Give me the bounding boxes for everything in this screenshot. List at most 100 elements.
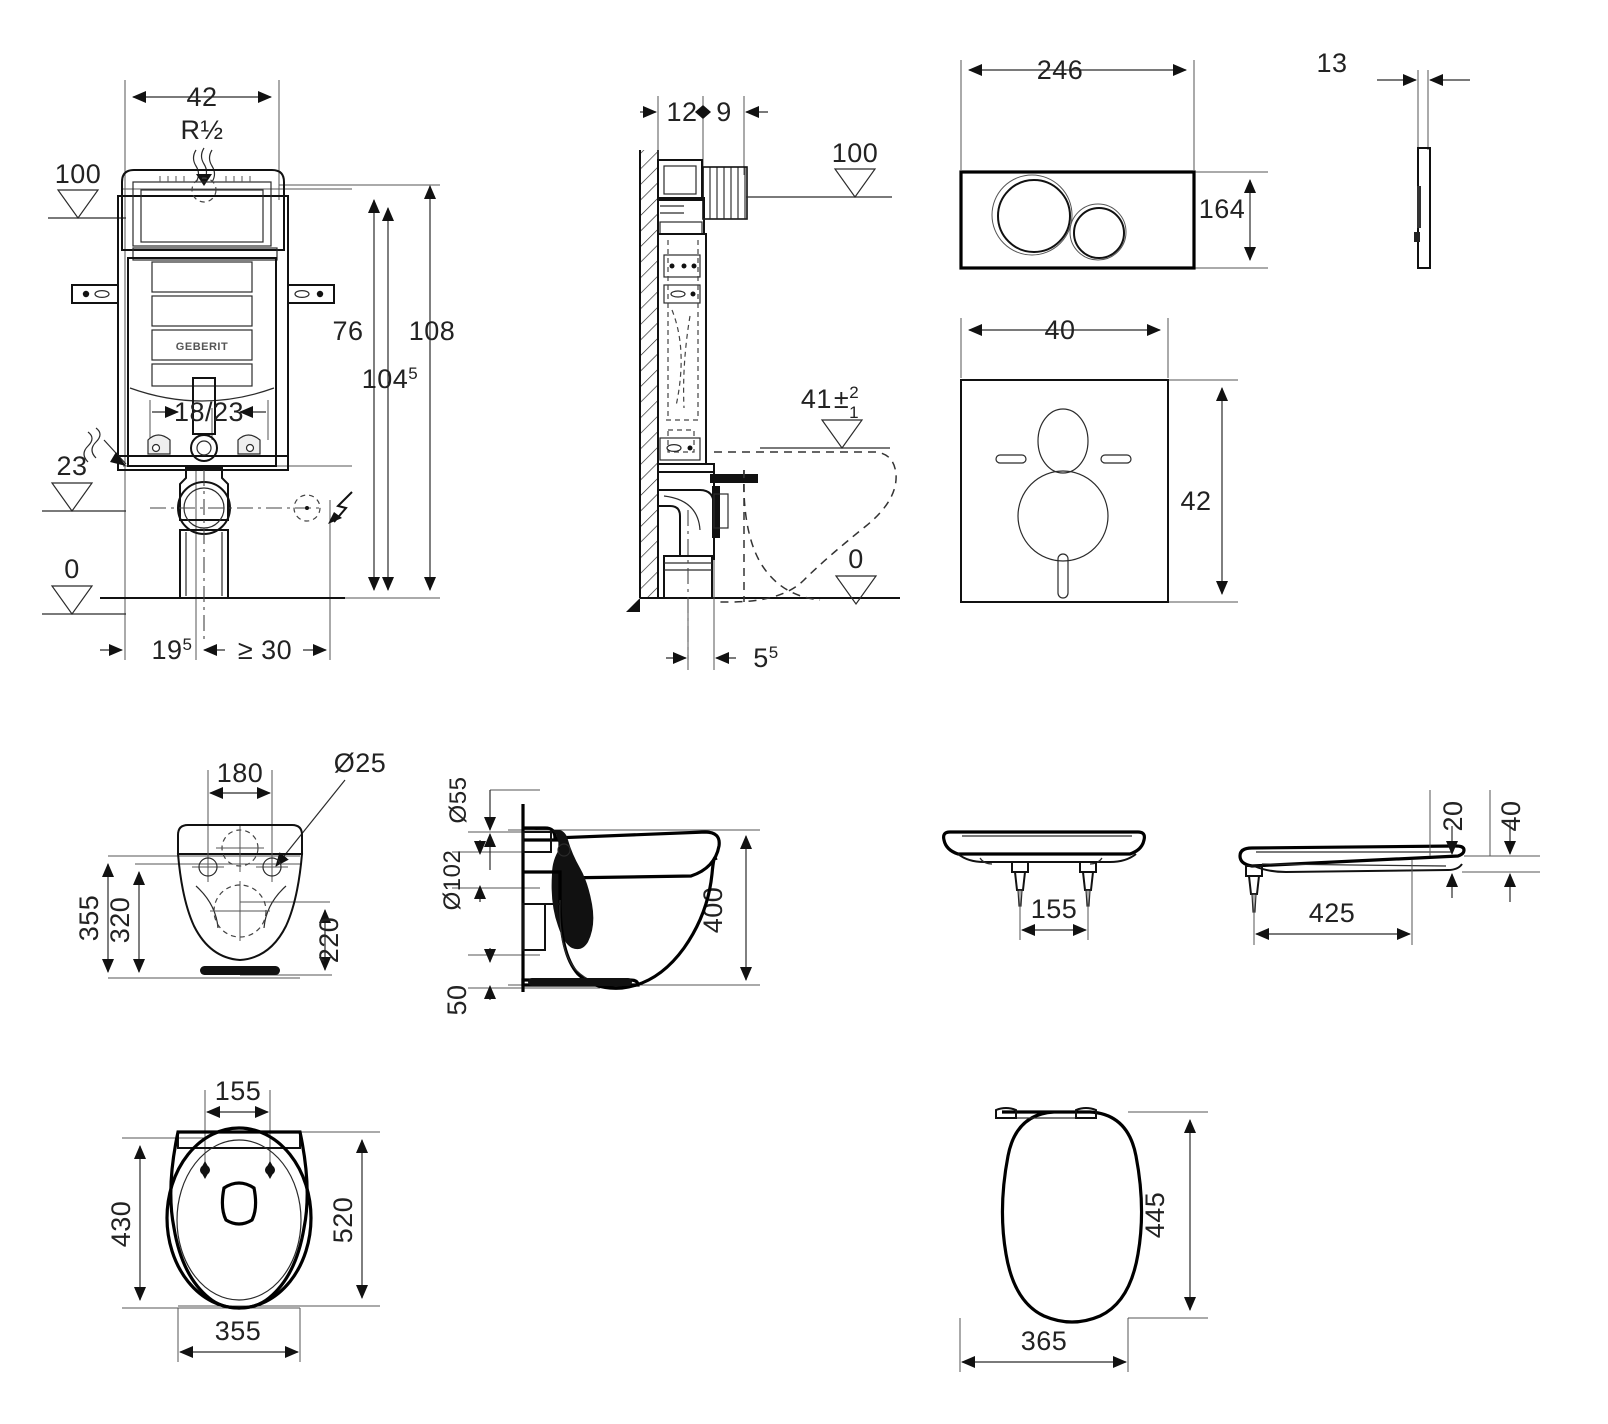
dim-value-d25: Ø25	[334, 748, 387, 778]
dim-value-41: 41	[801, 384, 832, 414]
small-flush-button[interactable]	[1073, 207, 1125, 259]
dim-value-425: 425	[1309, 898, 1356, 928]
dim-40: 40	[968, 315, 1161, 345]
dim-value-155-plan: 155	[215, 1076, 262, 1106]
dim-value-445: 445	[1140, 1192, 1170, 1239]
dim-value-108: 108	[409, 316, 456, 346]
dim-50: 50	[442, 948, 496, 1016]
dim-40-seat: 40	[1496, 800, 1526, 902]
wc-plan-flush-opening	[220, 1181, 258, 1226]
logo-plate	[151, 329, 253, 361]
dim-430: 430	[106, 1145, 146, 1301]
dim-value-13: 13	[1316, 48, 1347, 78]
seat-front-hinge-left	[1011, 861, 1029, 907]
dim-value-23: 23	[56, 451, 87, 481]
gasket-right-slot	[1100, 454, 1132, 464]
wc-front-bolt-left	[198, 857, 218, 877]
view-wc-front: 180 Ø25 355 320 220	[74, 748, 387, 979]
dim-19-5: 195	[100, 635, 193, 665]
cistern-outlet	[150, 467, 320, 640]
dim-value-100-side: 100	[832, 138, 879, 168]
dim-value-12: 12	[666, 97, 697, 127]
dim-value-155-seat: 155	[1031, 894, 1078, 924]
gasket-outlet-hole	[1017, 470, 1109, 562]
dim-value-246: 246	[1037, 55, 1084, 85]
wc-plan-bowl-outer	[165, 1126, 313, 1310]
dim-5-5: 55	[666, 643, 779, 673]
wc-front-rim	[177, 824, 303, 855]
view-seat-front: 155	[942, 830, 1146, 940]
dim-18-23: 18/23	[152, 397, 266, 427]
view-flush-plate-side: 13	[1316, 48, 1470, 269]
dim-value-0: 0	[64, 554, 80, 584]
dim-value-355-plan: 355	[215, 1316, 262, 1346]
seat-front-hinge-right	[1079, 861, 1097, 907]
dim-value-d55: Ø55	[445, 777, 472, 824]
dim-value-365: 365	[1021, 1326, 1068, 1356]
wc-front-bowl	[176, 853, 304, 962]
dim-value-520: 520	[328, 1197, 358, 1244]
dim-value-0-side: 0	[848, 544, 864, 574]
view-flush-plate-front: 246 164	[959, 55, 1268, 270]
gasket-vent-slot	[1057, 553, 1069, 599]
seat-side-lid	[1238, 844, 1466, 868]
dim-value-42: 42	[186, 82, 217, 112]
level-marker-100-side: 100	[746, 138, 892, 199]
dim-520: 520	[328, 1139, 368, 1299]
large-flush-button[interactable]	[997, 179, 1071, 253]
water-connection-symbol	[192, 147, 216, 186]
wc-front-base-bar	[200, 966, 280, 975]
wc-plan-bolt-right	[265, 1161, 275, 1179]
dim-355: 355	[74, 863, 114, 973]
view-insulation-set: 40 42	[960, 315, 1238, 603]
dim-min-30: ≥ 30	[203, 635, 327, 665]
dim-20-seat: 20	[1438, 800, 1468, 898]
dim-value-104-sup: 5	[408, 364, 418, 383]
dim-value-164: 164	[1199, 194, 1246, 224]
dim-320: 320	[105, 871, 145, 973]
dim-d102: Ø102	[439, 840, 486, 910]
view-seat-side: 425 20 40	[1238, 790, 1540, 945]
wc-plan-bowl-inner	[176, 1139, 302, 1301]
flow-arrow-symbol	[83, 427, 127, 466]
electrical-connection-symbol	[293, 491, 353, 524]
insulation-gasket-body	[960, 379, 1169, 603]
seat-plan-hinge-right	[1075, 1107, 1097, 1119]
dim-value-r-half: R½	[180, 115, 223, 145]
gasket-inlet-hole	[1037, 408, 1089, 474]
dim-155-plan: 155	[206, 1076, 269, 1118]
gasket-left-slot	[995, 454, 1027, 464]
dim-value-19: 19	[151, 635, 182, 665]
level-marker-0-side: 0	[834, 544, 878, 606]
svg-text:41±21: 41±21	[801, 383, 859, 422]
dim-value-40-seat: 40	[1496, 800, 1526, 831]
wc-plan-bolt-left	[200, 1161, 210, 1179]
dim-445: 445	[1140, 1119, 1196, 1311]
dim-value-5-sup: 5	[769, 643, 779, 662]
view-cistern-side: 12 9 100	[626, 96, 900, 673]
dim-value-41-tol-minus: 1	[849, 403, 859, 422]
dim-42-insulation: 42	[1180, 387, 1228, 595]
dim-108: 108	[409, 185, 456, 591]
dim-value-18-23: 18/23	[174, 397, 244, 427]
dim-value-40: 40	[1044, 315, 1075, 345]
dim-value-19-sup: 5	[183, 635, 193, 654]
dim-42: 42	[132, 82, 272, 112]
dim-104-5: 1045	[362, 207, 418, 591]
cistern-side-inlet	[657, 159, 748, 235]
view-wc-plan: 155 430 520 355	[106, 1076, 380, 1362]
dim-12: 12	[640, 97, 697, 127]
dim-value-50: 50	[442, 984, 472, 1015]
dim-246: 246	[968, 55, 1187, 85]
cistern-body: GEBERIT	[71, 169, 335, 471]
seat-front-lid	[942, 830, 1146, 856]
dim-76: 76	[332, 199, 380, 591]
dim-180: 180	[209, 758, 271, 799]
dim-value-76: 76	[332, 316, 363, 346]
seat-plan-outline	[1000, 1110, 1144, 1324]
dim-value-9: 9	[716, 97, 732, 127]
dim-220: 220	[314, 909, 344, 971]
wc-pan-hidden-outline	[714, 451, 897, 603]
